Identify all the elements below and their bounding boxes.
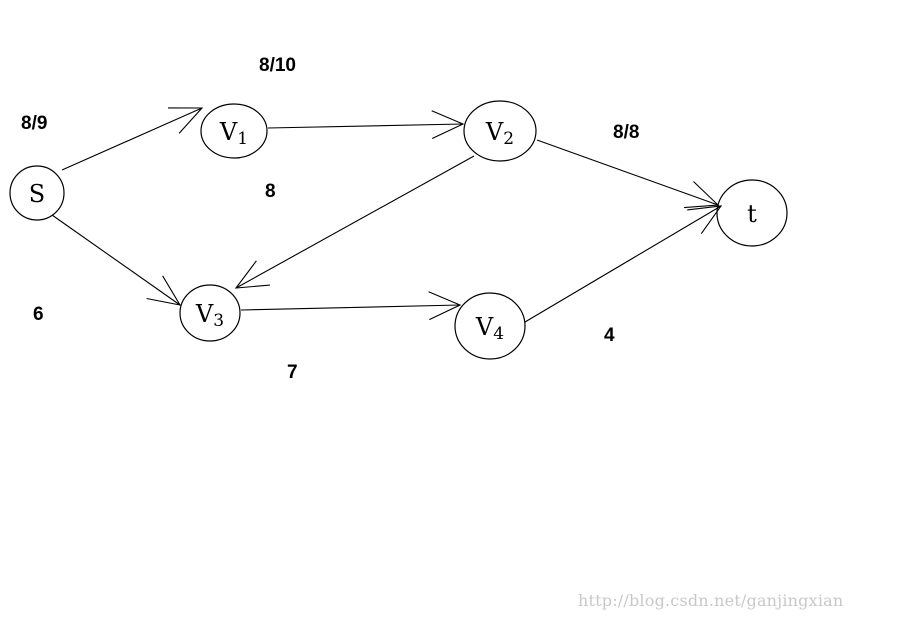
node-s: S [9, 165, 65, 221]
node-v1: V1 [200, 103, 268, 159]
node-v2: V2 [463, 100, 537, 162]
edge-line-s-v1 [61, 107, 203, 171]
node-t: t [716, 179, 788, 247]
edge-line-v2-v3 [235, 155, 475, 289]
edge-line-s-v3 [51, 214, 181, 306]
arrowhead-icon [428, 291, 462, 321]
edge-label-s-v1: 8/9 [21, 113, 47, 134]
node-v3: V3 [179, 284, 241, 342]
edge-label-v1-v2: 8/10 [259, 55, 296, 76]
edge-s-v3 [51, 214, 182, 306]
node-circle-s [9, 165, 65, 221]
node-label-v4: V4 [475, 313, 504, 344]
edge-v3-v4 [240, 291, 462, 321]
edge-label-v3-v4: 7 [287, 362, 298, 383]
node-circle-v2 [463, 100, 537, 162]
edges-layer [51, 107, 723, 323]
node-circle-v1 [200, 103, 268, 159]
edge-v1-v2 [267, 110, 465, 139]
node-label-v1: V1 [219, 118, 248, 149]
arrowhead-icon [234, 260, 270, 289]
edge-label-v2-t: 8/8 [613, 122, 639, 143]
node-label-t: t [747, 200, 757, 228]
node-circle-v3 [179, 284, 241, 342]
node-label-v3: V3 [195, 300, 224, 331]
node-label-s: S [29, 180, 45, 208]
edge-labels-layer: 8/9 8/10 8/8 8 6 7 4 [21, 55, 639, 383]
node-v4: V4 [454, 292, 526, 360]
node-label-v2: V2 [485, 118, 514, 149]
edge-line-v4-t [524, 205, 722, 323]
arrowhead-icon [687, 205, 723, 235]
edge-line-v1-v2 [267, 123, 464, 129]
edge-label-v4-t: 4 [604, 325, 615, 346]
edge-v4-t [524, 205, 723, 323]
node-circle-t [716, 179, 788, 247]
edge-label-v2-v3: 8 [265, 181, 276, 202]
node-circle-v4 [454, 292, 526, 360]
edge-v2-v3 [234, 155, 475, 289]
arrowhead-icon [431, 110, 465, 139]
edge-line-v3-v4 [240, 304, 461, 311]
edge-s-v1 [61, 107, 204, 171]
edge-line-v2-t [536, 139, 719, 206]
edge-label-s-v3: 6 [33, 304, 44, 325]
watermark-url: http://blog.csdn.net/ganjingxian [578, 591, 844, 610]
arrowhead-icon [146, 275, 182, 306]
edge-v2-t [536, 139, 720, 209]
arrowhead-icon [167, 107, 204, 134]
